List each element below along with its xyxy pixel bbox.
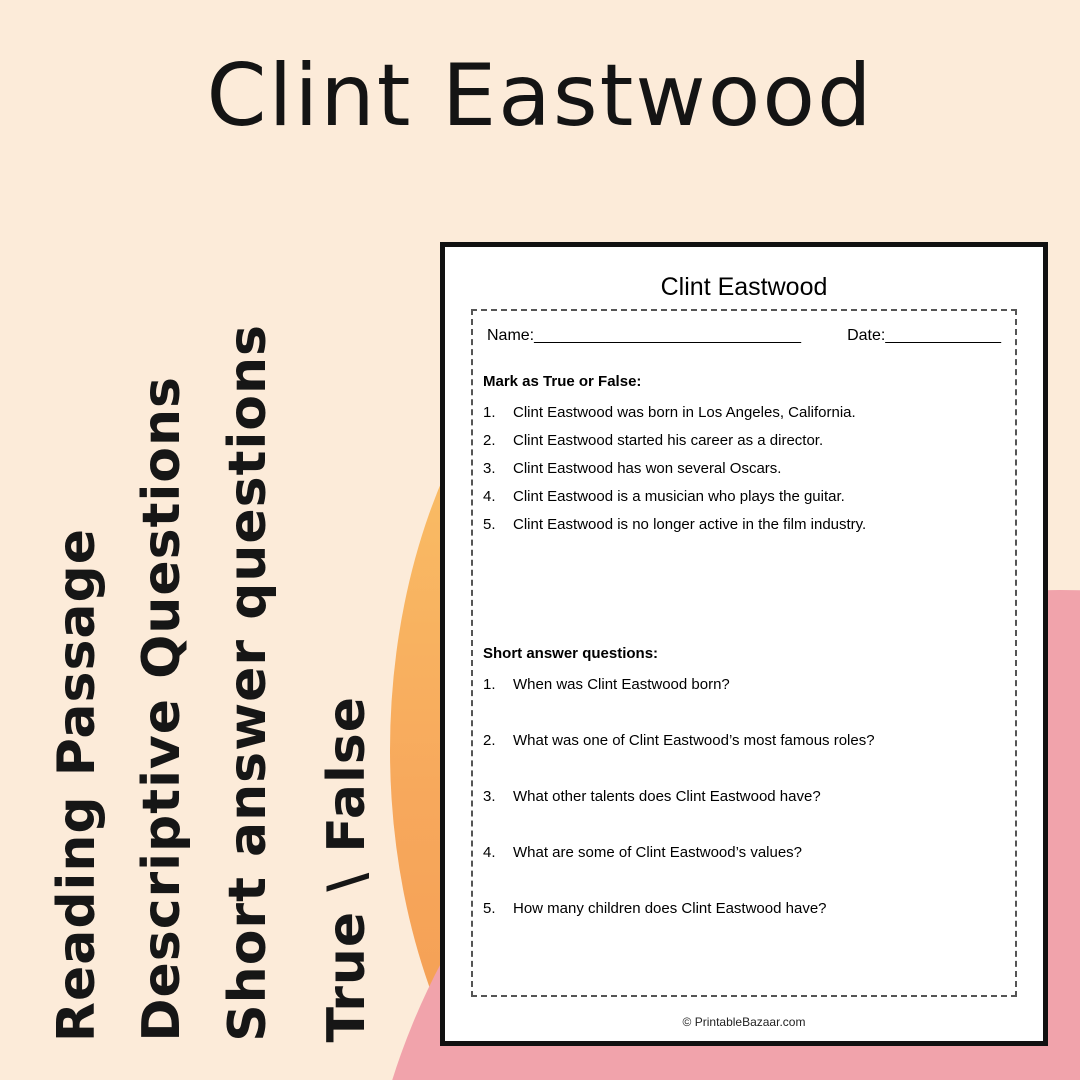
- date-label: Date:: [847, 327, 886, 344]
- true-false-item: 2. Clint Eastwood started his career as …: [483, 432, 1005, 449]
- true-false-list: 1. Clint Eastwood was born in Los Angele…: [483, 404, 1005, 533]
- true-false-item: 5. Clint Eastwood is no longer active in…: [483, 516, 1005, 533]
- item-number: 5.: [483, 900, 496, 917]
- side-label-reading-passage: Reading Passage: [47, 527, 107, 1042]
- true-false-item: 4. Clint Eastwood is a musician who play…: [483, 488, 1005, 505]
- item-number: 2.: [483, 732, 496, 749]
- true-false-heading: Mark as True or False:: [483, 373, 642, 390]
- short-answer-heading: Short answer questions:: [483, 645, 659, 662]
- side-label-short-answer-questions: Short answer questions: [218, 324, 278, 1042]
- true-false-item: 3. Clint Eastwood has won several Oscars…: [483, 460, 1005, 477]
- name-date-row: Name:______________________________ Date…: [487, 327, 1001, 345]
- item-text: Clint Eastwood has won several Oscars.: [513, 460, 782, 477]
- short-answer-item: 5. How many children does Clint Eastwood…: [483, 900, 1005, 917]
- item-number: 4.: [483, 844, 496, 861]
- item-text: How many children does Clint Eastwood ha…: [513, 900, 827, 917]
- item-text: What was one of Clint Eastwood’s most fa…: [513, 732, 875, 749]
- name-label: Name:: [487, 327, 535, 344]
- name-line: ______________________________: [534, 327, 802, 344]
- item-number: 5.: [483, 516, 496, 533]
- item-number: 4.: [483, 488, 496, 505]
- item-text: Clint Eastwood was born in Los Angeles, …: [513, 404, 856, 421]
- side-label-descriptive-questions: Descriptive Questions: [132, 376, 192, 1042]
- true-false-item: 1. Clint Eastwood was born in Los Angele…: [483, 404, 1005, 421]
- item-number: 3.: [483, 788, 496, 805]
- date-field: Date:_____________: [847, 327, 1001, 345]
- short-answer-item: 1. When was Clint Eastwood born?: [483, 676, 1005, 693]
- worksheet-footer: © PrintableBazaar.com: [682, 1015, 806, 1029]
- item-text: What other talents does Clint Eastwood h…: [513, 788, 821, 805]
- worksheet-body: Name:______________________________ Date…: [471, 309, 1017, 997]
- short-answer-item: 4. What are some of Clint Eastwood’s val…: [483, 844, 1005, 861]
- item-text: Clint Eastwood is a musician who plays t…: [513, 488, 845, 505]
- worksheet-title: Clint Eastwood: [660, 273, 828, 301]
- item-text: What are some of Clint Eastwood’s values…: [513, 844, 803, 861]
- item-number: 3.: [483, 460, 496, 477]
- short-answer-item: 3. What other talents does Clint Eastwoo…: [483, 788, 1005, 805]
- short-answer-item: 2. What was one of Clint Eastwood’s most…: [483, 732, 1005, 749]
- item-text: Clint Eastwood started his career as a d…: [513, 432, 824, 449]
- item-number: 1.: [483, 404, 496, 421]
- item-number: 1.: [483, 676, 496, 693]
- item-text: Clint Eastwood is no longer active in th…: [513, 516, 867, 533]
- side-label-true-false: True \ False: [317, 695, 377, 1043]
- worksheet-page: Clint Eastwood Name:____________________…: [440, 242, 1048, 1046]
- short-answer-list: 1. When was Clint Eastwood born? 2. What…: [483, 676, 1005, 917]
- item-text: When was Clint Eastwood born?: [513, 676, 730, 693]
- page-title: Clint Eastwood: [206, 46, 874, 146]
- name-field: Name:______________________________: [487, 327, 801, 345]
- item-number: 2.: [483, 432, 496, 449]
- date-line: _____________: [885, 327, 1001, 344]
